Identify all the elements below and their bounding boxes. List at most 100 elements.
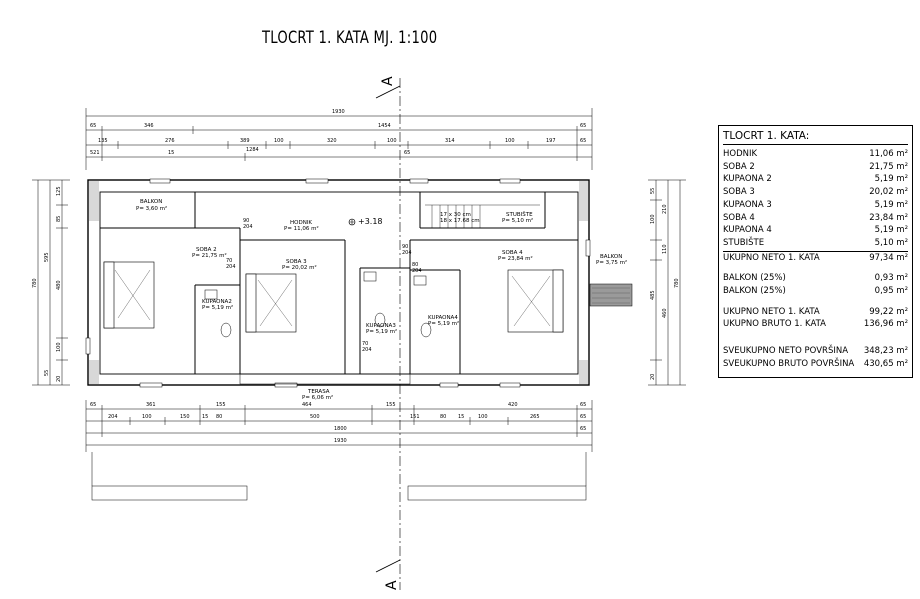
- left-dimension-lines: [32, 179, 70, 386]
- svg-text:100: 100: [274, 138, 284, 144]
- svg-text:80: 80: [412, 262, 418, 268]
- drawing-title: TLOCRT 1. KATA MJ. 1:100: [262, 28, 438, 48]
- svg-text:320: 320: [327, 138, 337, 144]
- svg-text:65: 65: [580, 414, 586, 420]
- svg-text:15: 15: [168, 150, 174, 156]
- room-name: KUPAONA4: [428, 315, 458, 321]
- svg-text:90: 90: [402, 244, 408, 250]
- room-labels: BALKON P= 3,60 m² SOBA 2 P= 21,75 m² KUP…: [136, 199, 627, 401]
- interior-walls: [100, 192, 578, 374]
- room-area: P= 11,06 m²: [284, 225, 319, 232]
- level-value: +3.18: [358, 217, 383, 226]
- svg-text:1930: 1930: [334, 438, 347, 444]
- terrace: [239, 373, 411, 385]
- stair-note: 17 x 30 cm 18 x 17.68 cm: [440, 212, 480, 224]
- svg-text:151: 151: [410, 414, 420, 420]
- room-name: SOBA 2: [196, 247, 217, 253]
- legend-heading: TLOCRT 1. KATA:: [723, 130, 908, 145]
- section-label-bottom: A: [384, 580, 400, 590]
- room-area: P= 5,10 m²: [502, 217, 533, 224]
- svg-text:204: 204: [412, 268, 422, 274]
- bottom-dimension-lines: [85, 400, 593, 452]
- svg-text:204: 204: [226, 264, 236, 270]
- svg-text:460: 460: [662, 308, 668, 318]
- room-name: HODNIK: [290, 220, 312, 226]
- svg-text:197: 197: [546, 138, 556, 144]
- svg-text:780: 780: [674, 278, 680, 288]
- svg-text:65: 65: [90, 123, 96, 129]
- svg-text:464: 464: [302, 402, 312, 408]
- svg-text:346: 346: [144, 123, 154, 129]
- section-marker-bottom: A: [375, 559, 401, 590]
- svg-text:100: 100: [56, 342, 62, 352]
- svg-text:100: 100: [505, 138, 515, 144]
- svg-text:65: 65: [404, 150, 410, 156]
- section-label-top: A: [380, 76, 396, 86]
- svg-text:204: 204: [108, 414, 118, 420]
- svg-text:521: 521: [90, 150, 100, 156]
- top-dimension-lines: [85, 108, 593, 170]
- room-name: TERASA: [307, 389, 330, 395]
- svg-text:125: 125: [56, 186, 62, 196]
- room-area: P= 6,06 m²: [302, 394, 333, 401]
- left-dimension-labels: 125 85 595 480 780 100 55 20: [32, 186, 62, 382]
- svg-text:276: 276: [165, 138, 175, 144]
- room-name: SOBA 4: [502, 250, 523, 256]
- room-name: KUPAONA3: [366, 323, 396, 329]
- door-labels: 90 204 70 204 90 204 70 204 80 204: [226, 218, 422, 353]
- svg-text:65: 65: [580, 123, 586, 129]
- svg-text:65: 65: [90, 402, 96, 408]
- balcony-railing: [589, 283, 633, 307]
- svg-text:110: 110: [662, 244, 668, 254]
- room-area: P= 3,75 m²: [596, 259, 627, 266]
- svg-text:780: 780: [32, 278, 38, 288]
- svg-text:85: 85: [56, 216, 62, 222]
- bottom-dimension-labels: 65 361 155 464 155 420 65 204 100 150 15…: [90, 402, 586, 444]
- svg-text:20: 20: [56, 376, 62, 382]
- wall-fill: [89, 181, 588, 384]
- svg-text:15: 15: [202, 414, 208, 420]
- room-name: BALKON: [600, 254, 622, 260]
- svg-text:420: 420: [508, 402, 518, 408]
- room-area: P= 3,60 m²: [136, 205, 167, 212]
- svg-text:1930: 1930: [332, 109, 345, 115]
- svg-text:90: 90: [243, 218, 249, 224]
- top-dimension-labels: 1930 65 346 1454 65 135 276 389 100 320 …: [90, 109, 586, 156]
- svg-text:100: 100: [650, 214, 656, 224]
- room-area: P= 5,19 m²: [202, 304, 233, 311]
- svg-text:210: 210: [662, 204, 668, 214]
- legend-balkon-row: BALKON (25%)0,93 m²: [723, 273, 908, 284]
- svg-text:80: 80: [440, 414, 446, 420]
- svg-text:80: 80: [216, 414, 222, 420]
- svg-text:100: 100: [478, 414, 488, 420]
- svg-text:204: 204: [402, 250, 412, 256]
- stairs: [425, 204, 540, 228]
- svg-text:150: 150: [180, 414, 190, 420]
- room-area: P= 20,02 m²: [282, 264, 317, 271]
- svg-text:500: 500: [310, 414, 320, 420]
- room-name: KUPAONA2: [202, 299, 232, 305]
- svg-text:15: 15: [458, 414, 464, 420]
- svg-text:70: 70: [362, 341, 368, 347]
- svg-text:100: 100: [142, 414, 152, 420]
- svg-text:55: 55: [650, 188, 656, 194]
- room-area: P= 21,75 m²: [192, 252, 227, 259]
- room-name: SOBA 3: [286, 259, 307, 265]
- svg-text:389: 389: [240, 138, 250, 144]
- svg-text:1284: 1284: [246, 147, 259, 153]
- svg-text:485: 485: [650, 290, 656, 300]
- lower-outline: [91, 452, 587, 501]
- windows: [85, 178, 591, 388]
- svg-text:480: 480: [56, 280, 62, 290]
